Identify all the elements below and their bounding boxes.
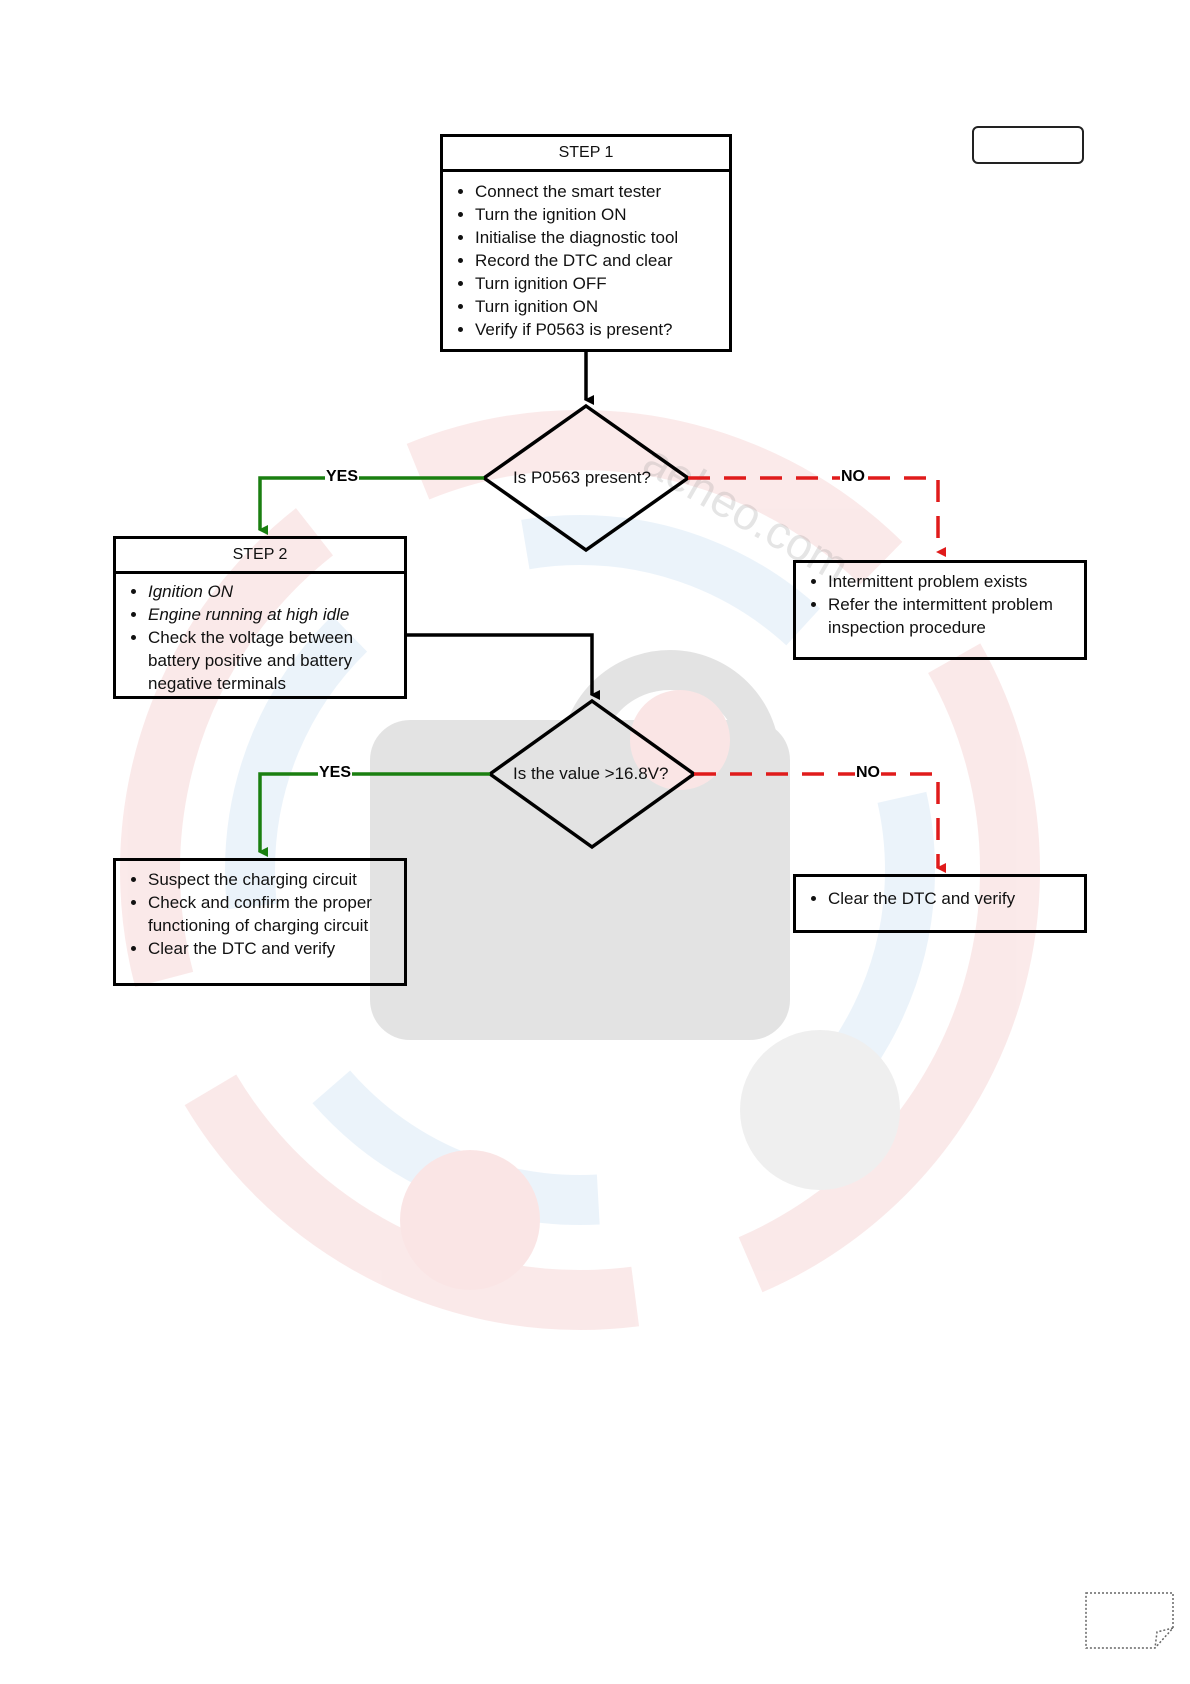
decision1-diamond: [480, 403, 692, 553]
decision2-diamond: [486, 698, 698, 850]
decision1-text: Is P0563 present?: [513, 468, 651, 487]
decision2-yes-label: YES: [318, 764, 353, 782]
clear-list: Clear the DTC and verify: [796, 877, 1084, 910]
arrow-no1: [688, 476, 946, 557]
intermittent-box: Intermittent problem exists Refer the in…: [793, 560, 1087, 660]
arrow-step2-to-decision2: [407, 633, 600, 700]
list-item: Check the voltage between battery positi…: [148, 626, 394, 695]
list-item: Turn ignition ON: [475, 295, 719, 318]
list-item: Connect the smart tester: [475, 180, 719, 203]
list-item: Turn ignition OFF: [475, 272, 719, 295]
step2-title: STEP 2: [116, 539, 404, 574]
step2-list: Ignition ON Engine running at high idle …: [116, 574, 404, 695]
list-item: Suspect the charging circuit: [148, 868, 394, 891]
list-item: Verify if P0563 is present?: [475, 318, 719, 341]
arrow-yes1: [258, 476, 484, 535]
list-item: Intermittent problem exists: [828, 570, 1074, 593]
decision1-yes-label: YES: [325, 468, 360, 486]
intermittent-list: Intermittent problem exists Refer the in…: [796, 563, 1084, 639]
list-item: Clear the DTC and verify: [828, 887, 1074, 910]
list-item: Turn the ignition ON: [475, 203, 719, 226]
page-curl-icon: [1085, 1592, 1175, 1650]
step1-list: Connect the smart tester Turn the igniti…: [443, 172, 729, 341]
step2-box: STEP 2 Ignition ON Engine running at hig…: [113, 536, 407, 699]
clear-box: Clear the DTC and verify: [793, 874, 1087, 933]
charging-box: Suspect the charging circuit Check and c…: [113, 858, 407, 986]
list-item: Clear the DTC and verify: [148, 937, 394, 960]
arrow-no2: [694, 772, 946, 873]
step1-box: STEP 1 Connect the smart tester Turn the…: [440, 134, 732, 352]
list-item: Initialise the diagnostic tool: [475, 226, 719, 249]
charging-list: Suspect the charging circuit Check and c…: [116, 861, 404, 960]
decision1-no-label: NO: [840, 468, 866, 486]
empty-tag-box: [972, 126, 1084, 164]
list-item: Record the DTC and clear: [475, 249, 719, 272]
list-item: Check and confirm the proper functioning…: [148, 891, 394, 937]
arrow-yes2: [258, 772, 490, 857]
decision2-no-label: NO: [855, 764, 881, 782]
list-item: Ignition ON: [148, 580, 394, 603]
list-item: Refer the intermittent problem inspectio…: [828, 593, 1074, 639]
step1-title: STEP 1: [443, 137, 729, 172]
list-item: Engine running at high idle: [148, 603, 394, 626]
decision2-text: Is the value >16.8V?: [513, 764, 669, 783]
